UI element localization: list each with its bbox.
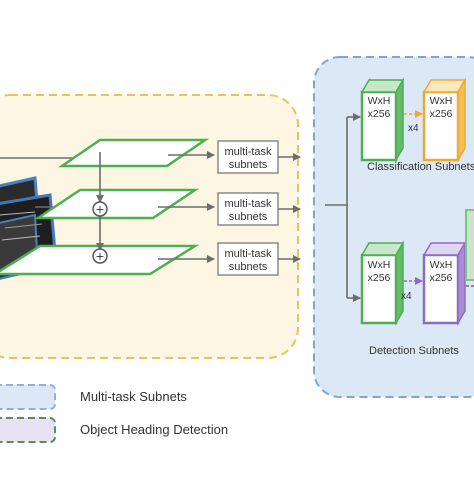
svg-text:WxH: WxH bbox=[368, 259, 391, 271]
add-node-middle: + bbox=[92, 201, 108, 217]
svg-text:x256: x256 bbox=[430, 108, 453, 120]
multitask-box-1: multi-task subnets bbox=[217, 140, 279, 174]
multitask-box-2: multi-task subnets bbox=[217, 192, 279, 226]
svg-text:multi-task: multi-task bbox=[224, 146, 272, 158]
svg-text:subnets: subnets bbox=[229, 211, 268, 223]
svg-text:subnets: subnets bbox=[229, 261, 268, 273]
multitask-box-3: multi-task subnets bbox=[217, 242, 279, 276]
svg-text:WxH: WxH bbox=[430, 259, 453, 271]
classification-subnets-label: Classification Subnets bbox=[367, 161, 474, 173]
svg-text:Multi-task Subnets: Multi-task Subnets bbox=[80, 389, 187, 404]
svg-text:WxH: WxH bbox=[430, 95, 453, 107]
output-heads-partial bbox=[465, 209, 474, 287]
svg-text:x256: x256 bbox=[368, 108, 391, 120]
classification-repeat-label: x4 bbox=[408, 123, 419, 134]
svg-text:+: + bbox=[96, 248, 104, 264]
svg-text:x256: x256 bbox=[430, 272, 453, 284]
svg-text:Object Heading Detection: Object Heading Detection bbox=[80, 422, 228, 437]
svg-text:multi-task: multi-task bbox=[224, 248, 272, 260]
svg-text:+: + bbox=[96, 201, 104, 217]
classification-block-2: WxH x256 bbox=[422, 77, 467, 163]
detection-block-1: WxH x256 bbox=[360, 240, 405, 326]
pyramid-layer-top bbox=[57, 138, 210, 168]
legend-object-heading-detection: Object Heading Detection bbox=[0, 417, 228, 443]
svg-text:WxH: WxH bbox=[368, 95, 391, 107]
add-node-bottom: + bbox=[92, 248, 108, 264]
svg-text:x256: x256 bbox=[368, 272, 391, 284]
detection-subnets-label: Detection Subnets bbox=[369, 345, 459, 357]
svg-text:multi-task: multi-task bbox=[224, 198, 272, 210]
svg-text:subnets: subnets bbox=[229, 159, 268, 171]
legend-multitask-subnets: Multi-task Subnets bbox=[0, 384, 187, 410]
classification-block-1: WxH x256 bbox=[360, 77, 405, 163]
subnet-branch-lines bbox=[325, 113, 361, 302]
detection-repeat-label: x4 bbox=[401, 291, 412, 302]
detection-block-2: WxH x256 bbox=[422, 240, 467, 326]
pyramid-layer-middle bbox=[33, 188, 200, 220]
